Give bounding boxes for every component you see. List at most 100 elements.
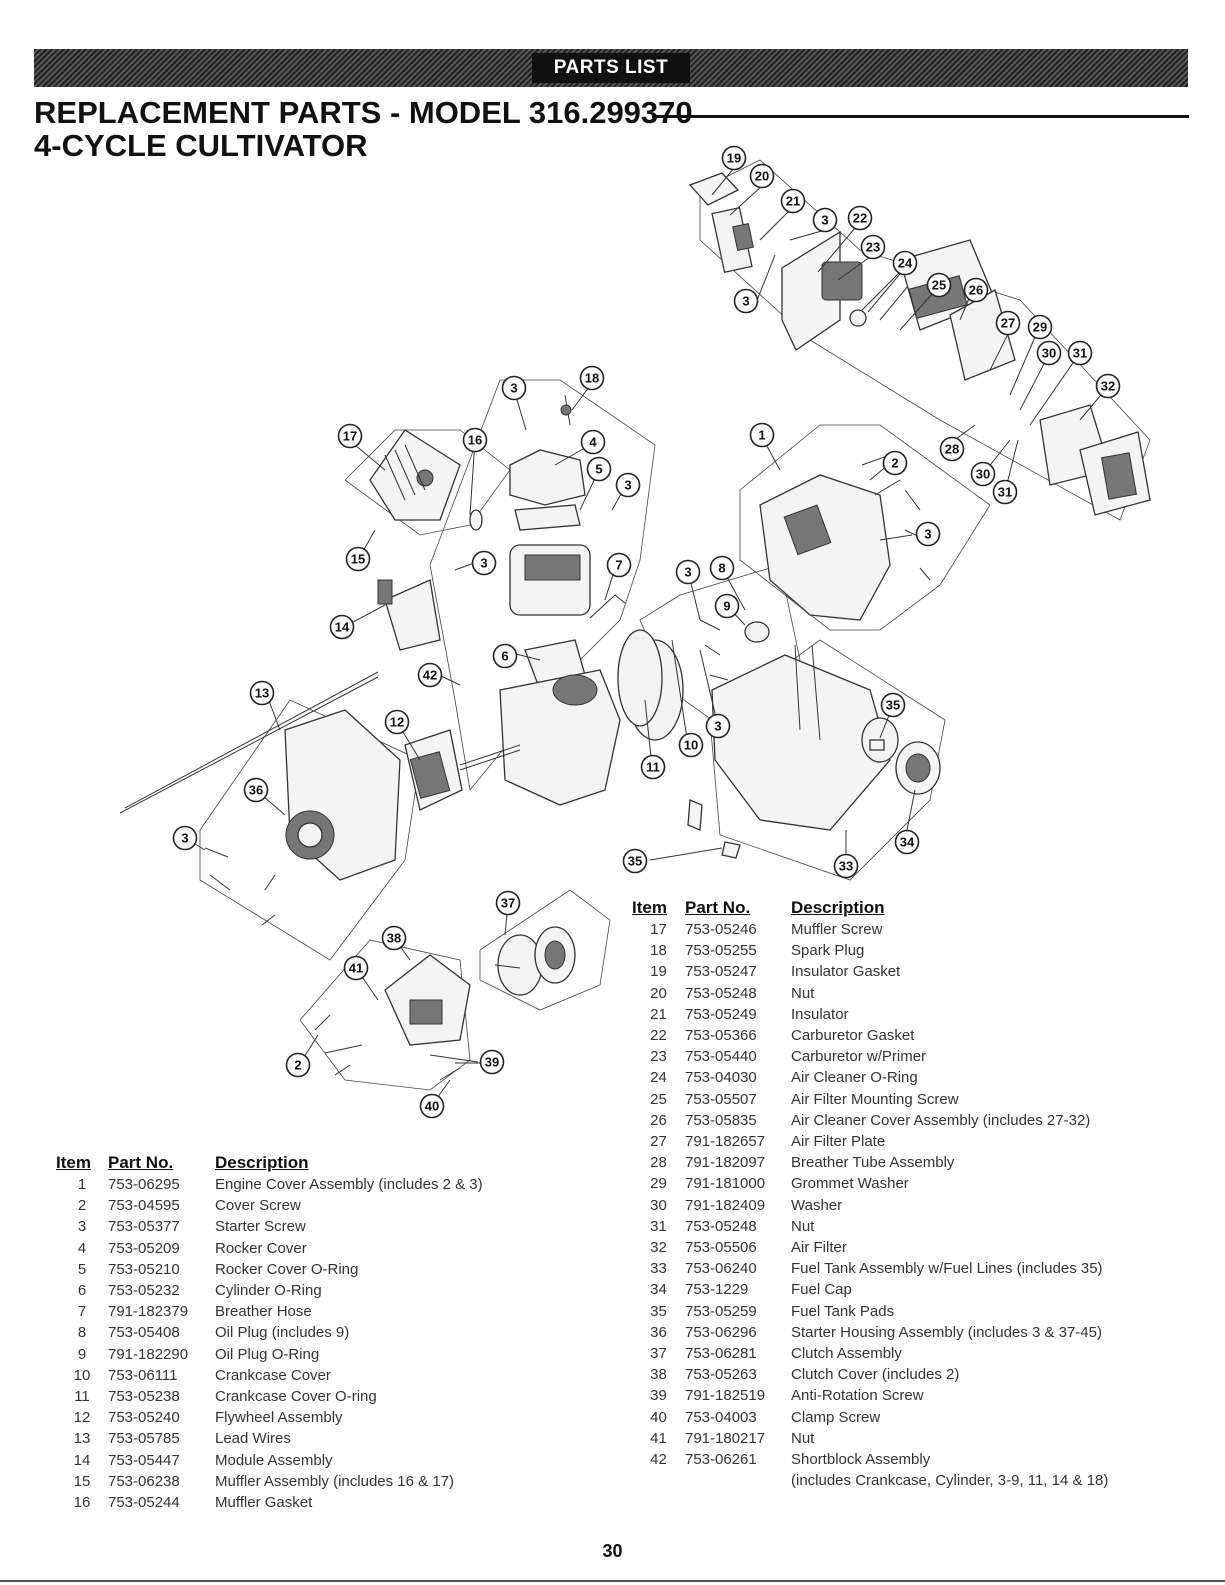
part-item-number: 32 (650, 1239, 667, 1257)
callout-label: 30 (976, 467, 990, 482)
callout-circle (892, 250, 918, 276)
callout-label: 29 (1033, 320, 1047, 335)
part-item-number: 21 (650, 1005, 667, 1023)
part-description: Cover Screw (215, 1195, 483, 1216)
header-item: Item (56, 1153, 91, 1172)
part-item-number: 16 (73, 1494, 91, 1512)
part-description-text: Crankcase Cover (215, 1366, 331, 1384)
callout-label: 20 (755, 169, 769, 184)
callout-circle (579, 365, 605, 391)
part-number: 753-04003 (685, 1408, 757, 1426)
part-description: Insulator Gasket (791, 961, 1108, 982)
callout-circle (1027, 314, 1053, 340)
part-description-text: Muffler Assembly (includes 16 & 17) (215, 1472, 454, 1490)
part-description-text: Starter Housing Assembly (includes 3 & 3… (791, 1323, 1102, 1341)
callout-bubble: 39 (479, 1049, 505, 1075)
part-item-number: 33 (650, 1260, 667, 1278)
part-description-text: Shortblock Assembly (791, 1451, 931, 1469)
title-rule (652, 115, 1189, 118)
callout-bubble: 3 (915, 521, 941, 547)
callout-circle (606, 552, 632, 578)
part-description-text: Air Filter (791, 1239, 847, 1257)
part-number: 753-05408 (108, 1324, 180, 1342)
screws (204, 489, 931, 1081)
callout-circle (495, 890, 521, 916)
part-number: 753-05238 (108, 1388, 180, 1406)
part-item-number: 9 (77, 1345, 87, 1363)
part-number: 753-05248 (685, 984, 757, 1002)
callout-label: 31 (1073, 346, 1087, 361)
part-item-number: 12 (73, 1409, 91, 1427)
part-description-text: Breather Hose (215, 1303, 312, 1321)
engine-cover (759, 454, 901, 621)
callout-label: 34 (900, 835, 915, 850)
part-number: 753-05835 (685, 1111, 757, 1129)
part-description-text: Clamp Screw (791, 1408, 881, 1426)
callout-bubble: 7 (606, 552, 632, 578)
part-number: 753-05440 (685, 1048, 757, 1066)
part-description: Clutch Cover (includes 2) (791, 1364, 1108, 1385)
callout-label: 18 (585, 371, 599, 386)
part-description: Nut (791, 983, 1108, 1004)
callout-circle (860, 234, 886, 260)
callout-bubble: 14 (329, 614, 355, 640)
callout-bubble: 2 (285, 1052, 311, 1078)
module-and-lead-wires (119, 579, 441, 814)
callout-circle (675, 559, 701, 585)
part-item-number: 20 (650, 984, 667, 1002)
part-description: Lead Wires (215, 1428, 483, 1449)
part-number: 753-05366 (685, 1027, 757, 1045)
callout-label: 22 (853, 211, 867, 226)
part-description-text: Fuel Tank Assembly w/Fuel Lines (include… (791, 1260, 1103, 1278)
part-description: Breather Hose (215, 1301, 483, 1322)
part-item-number: 4 (77, 1239, 87, 1257)
part-item-number: 23 (650, 1048, 667, 1066)
part-description-text: Clutch Cover (includes 2) (791, 1366, 960, 1384)
part-description-text: Anti-Rotation Screw (791, 1387, 924, 1405)
part-description-text: Spark Plug (791, 942, 865, 960)
callout-bubble: 8 (709, 555, 735, 581)
part-number: 753-06295 (108, 1176, 180, 1193)
callout-label: 3 (821, 213, 828, 228)
part-description: Rocker Cover (215, 1238, 483, 1259)
callout-circle (492, 643, 518, 669)
callout-label: 15 (351, 552, 365, 567)
callout-bubble: 35 (622, 848, 648, 874)
callout-circle (915, 521, 941, 547)
callout-label: 2 (891, 456, 898, 471)
part-number: 791-182409 (685, 1196, 766, 1214)
part-description-text: Carburetor w/Primer (791, 1048, 927, 1066)
part-description-text: Oil Plug (includes 9) (215, 1324, 350, 1342)
part-description-text: Module Assembly (215, 1451, 333, 1469)
part-item-number: 36 (650, 1323, 667, 1341)
part-item-number: 18 (650, 942, 667, 960)
callout-label: 13 (255, 686, 269, 701)
callout-circle (285, 1052, 311, 1078)
callout-bubble: 28 (939, 436, 965, 462)
callout-bubble: 40 (419, 1093, 445, 1119)
callout-bubble: 3 (172, 825, 198, 851)
part-description-text: Insulator Gasket (791, 963, 901, 981)
part-description-text: Muffler Gasket (215, 1494, 313, 1512)
part-item-number: 34 (650, 1281, 667, 1299)
clutch-assembly (384, 926, 576, 1046)
part-item-number: 42 (650, 1451, 667, 1469)
callout-circle (939, 436, 965, 462)
callout-label: 6 (501, 649, 508, 664)
callout-bubble: 3 (501, 375, 527, 401)
part-description-text: Starter Screw (215, 1218, 306, 1236)
part-item-number: 37 (650, 1345, 667, 1363)
callout-bubble: 27 (995, 310, 1021, 336)
